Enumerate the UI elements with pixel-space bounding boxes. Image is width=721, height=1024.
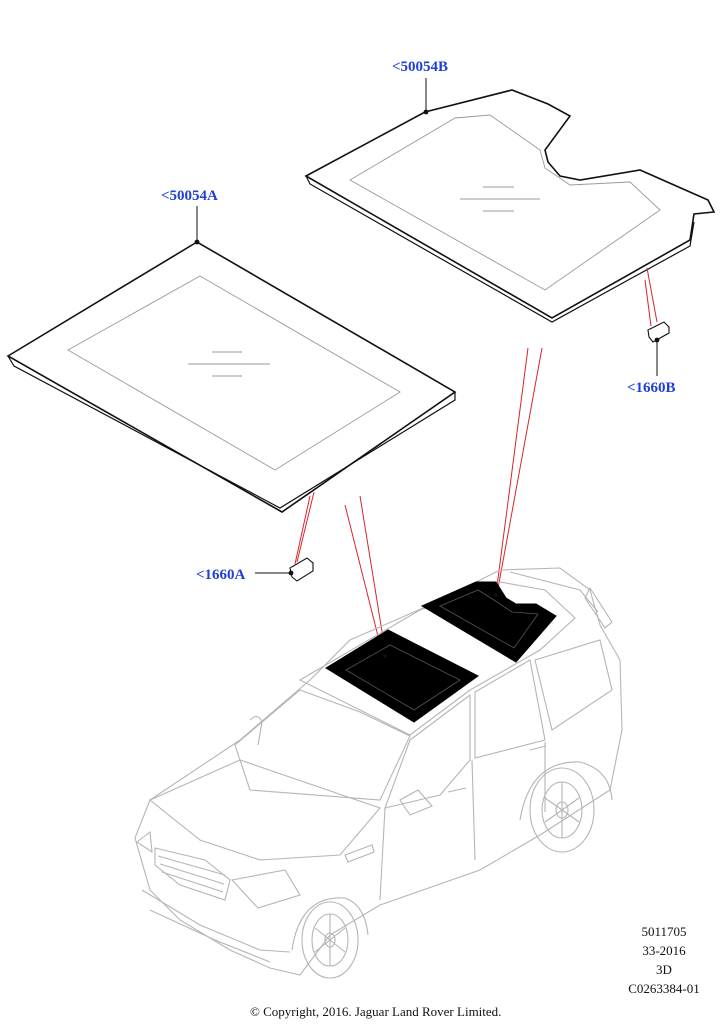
callout-leaders bbox=[194, 78, 658, 574]
reference-line-4: C0263384-01 bbox=[628, 981, 700, 996]
installed-front-glass bbox=[325, 629, 479, 723]
rear-glass-panel[interactable] bbox=[304, 89, 716, 323]
callout-1660b[interactable]: <1660B bbox=[627, 380, 676, 396]
illustration-reference: 5011705 33-2016 3D C0263384-01 bbox=[619, 922, 709, 998]
callout-50054a[interactable]: <50054A bbox=[161, 188, 218, 204]
vehicle-outline bbox=[134, 567, 623, 979]
reference-line-3: 3D bbox=[656, 962, 672, 977]
reference-line-2: 33-2016 bbox=[642, 943, 686, 958]
red-leader-lines bbox=[294, 267, 658, 657]
copyright-notice: © Copyright, 2016. Jaguar Land Rover Lim… bbox=[250, 1004, 502, 1019]
installed-rear-glass bbox=[420, 581, 557, 663]
front-glass-panel[interactable] bbox=[6, 241, 457, 513]
reference-line-1: 5011705 bbox=[641, 924, 687, 939]
front-panel-clip[interactable] bbox=[288, 557, 314, 582]
callout-1660a[interactable]: <1660A bbox=[196, 567, 246, 583]
callout-50054b[interactable]: <50054B bbox=[392, 59, 449, 75]
rear-panel-clip[interactable] bbox=[647, 321, 670, 343]
